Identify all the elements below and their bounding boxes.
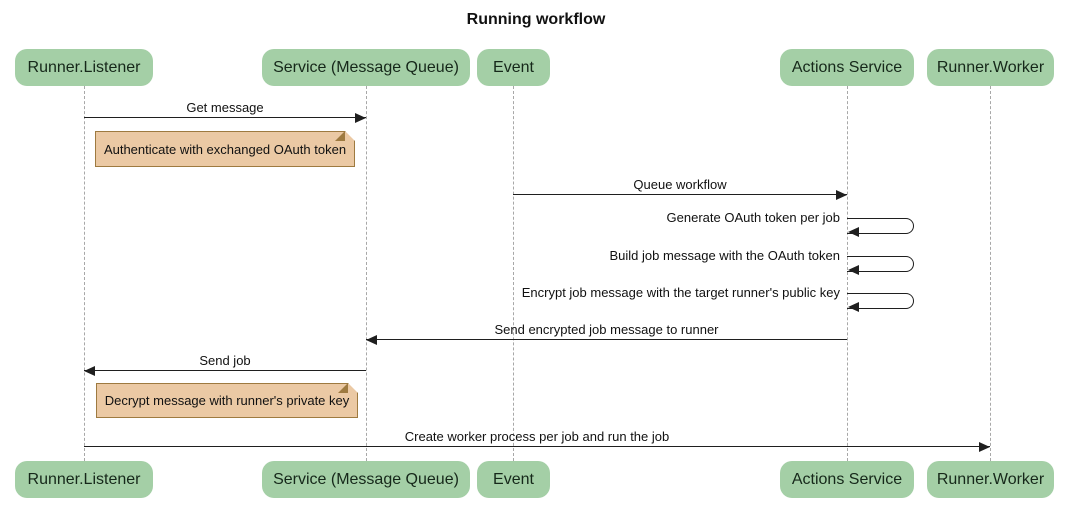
arrowhead-left (848, 227, 859, 237)
actor-top-event: Event (477, 49, 550, 86)
note-text: Authenticate with exchanged OAuth token (103, 141, 347, 157)
message-label-send-encrypted-job: Send encrypted job message to runner (494, 322, 719, 337)
lifeline-actions-service (847, 86, 848, 461)
actor-top-service-message-queue: Service (Message Queue) (262, 49, 470, 86)
arrowhead-left (848, 302, 859, 312)
message-label-send-job: Send job (199, 353, 251, 368)
lifeline-service-message-queue (366, 86, 367, 461)
note-authenticate: Authenticate with exchanged OAuth token (95, 131, 355, 167)
actor-bottom-runner-listener: Runner.Listener (15, 461, 153, 498)
note-fold-flap-icon (335, 131, 345, 141)
actor-bottom-runner-worker: Runner.Worker (927, 461, 1054, 498)
message-label-get-message: Get message (186, 100, 264, 115)
actor-bottom-event: Event (477, 461, 550, 498)
self-loop-generate-oauth-token (847, 218, 914, 234)
diagram-title: Running workflow (466, 11, 606, 28)
arrowhead-left (848, 265, 859, 275)
message-label-generate-oauth-token: Generate OAuth token per job (666, 210, 840, 225)
message-label-queue-workflow: Queue workflow (633, 177, 727, 192)
arrowhead-right (979, 442, 990, 452)
message-line-send-job (84, 370, 366, 371)
note-decrypt: Decrypt message with runner's private ke… (96, 383, 358, 418)
actor-top-runner-worker: Runner.Worker (927, 49, 1054, 86)
self-loop-build-job-message (847, 256, 914, 272)
message-line-get-message (84, 117, 366, 118)
message-label-create-worker: Create worker process per job and run th… (404, 429, 670, 444)
actor-top-runner-listener: Runner.Listener (15, 49, 153, 86)
lifeline-runner-worker (990, 86, 991, 461)
note-text: Decrypt message with runner's private ke… (104, 393, 350, 408)
message-line-create-worker (84, 446, 990, 447)
actor-top-actions-service: Actions Service (780, 49, 914, 86)
note-fold-icon (348, 383, 358, 393)
actor-bottom-service-message-queue: Service (Message Queue) (262, 461, 470, 498)
self-loop-encrypt-job-message (847, 293, 914, 309)
arrowhead-left (84, 366, 95, 376)
lifeline-event (513, 86, 514, 461)
actor-bottom-actions-service: Actions Service (780, 461, 914, 498)
note-fold-icon (345, 131, 355, 141)
message-label-build-job-message: Build job message with the OAuth token (609, 248, 840, 263)
note-fold-flap-icon (338, 383, 348, 393)
arrowhead-right (355, 113, 366, 123)
lifeline-runner-listener (84, 86, 85, 461)
arrowhead-left (366, 335, 377, 345)
message-label-encrypt-job-message: Encrypt job message with the target runn… (521, 285, 840, 300)
arrowhead-right (836, 190, 847, 200)
message-line-queue-workflow (513, 194, 847, 195)
message-line-send-encrypted-job (366, 339, 847, 340)
